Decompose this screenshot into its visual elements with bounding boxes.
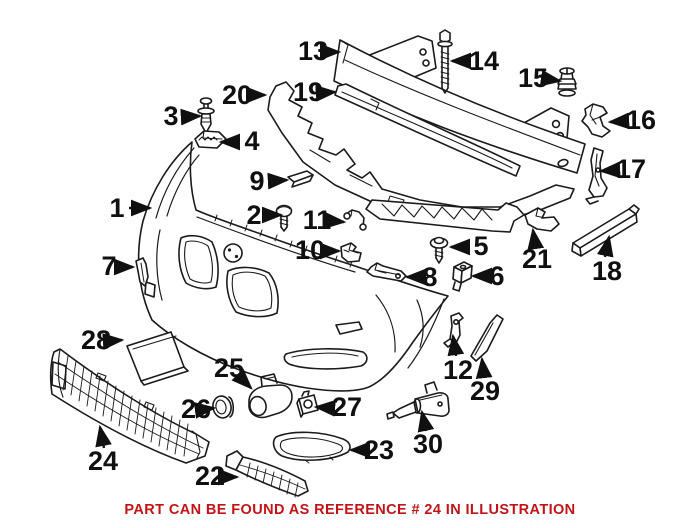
part-label-25: 25	[214, 353, 253, 390]
part-15-expanding-clip	[557, 67, 577, 97]
part-label-2: 2	[246, 200, 284, 230]
part-label-14: 14	[449, 46, 499, 76]
part-9-pad	[287, 170, 314, 188]
svg-text:14: 14	[469, 46, 499, 76]
part-label-9: 9	[249, 166, 290, 196]
svg-text:21: 21	[522, 244, 552, 274]
part-label-28: 28	[81, 325, 125, 355]
part-label-30: 30	[413, 409, 443, 459]
part-18-support-bar	[571, 204, 640, 257]
svg-text:17: 17	[616, 154, 646, 184]
svg-text:15: 15	[518, 63, 548, 93]
part-label-8: 8	[404, 262, 438, 292]
part-label-17: 17	[598, 154, 646, 184]
part-20-bumper-carrier	[267, 81, 575, 233]
part-label-26: 26	[181, 394, 217, 424]
svg-text:4: 4	[244, 126, 259, 156]
part-label-12: 12	[443, 333, 473, 385]
part-27-sensor-holder	[296, 390, 319, 418]
part-23-grille-trim	[272, 431, 351, 464]
svg-text:9: 9	[249, 166, 264, 196]
svg-text:24: 24	[88, 446, 118, 476]
svg-text:1: 1	[109, 193, 124, 223]
part-24-lower-grille	[49, 348, 210, 464]
svg-text:6: 6	[489, 261, 504, 291]
part-4-clamp	[194, 130, 227, 149]
svg-text:2: 2	[246, 200, 261, 230]
svg-text:16: 16	[626, 105, 656, 135]
svg-text:22: 22	[195, 461, 225, 491]
part-11-clip	[343, 209, 367, 231]
part-label-1: 1	[109, 193, 153, 223]
part-14-bolt	[437, 29, 453, 94]
part-26-sensor-grommet	[212, 395, 235, 419]
svg-text:28: 28	[81, 325, 111, 355]
svg-text:3: 3	[163, 101, 178, 131]
part-label-16: 16	[607, 105, 656, 135]
part-21-bracket	[524, 207, 560, 232]
svg-text:29: 29	[470, 376, 500, 406]
part-22-side-grille	[225, 450, 309, 498]
part-30-washer-nozzle	[386, 381, 450, 420]
part-1-bumper-cover	[137, 141, 449, 392]
part-label-18: 18	[592, 234, 622, 286]
part-3-rivet	[197, 97, 215, 134]
part-label-19: 19	[293, 77, 338, 107]
svg-text:19: 19	[293, 77, 323, 107]
part-label-11: 11	[303, 205, 347, 235]
part-label-21: 21	[522, 227, 552, 274]
part-29-trim-strip	[470, 314, 504, 362]
part-25-parking-sensor	[248, 373, 293, 419]
part-label-22: 22	[195, 461, 240, 491]
svg-text:30: 30	[413, 429, 443, 459]
svg-text:12: 12	[443, 355, 473, 385]
part-label-4: 4	[218, 126, 260, 156]
part-2-screw	[275, 204, 293, 232]
part-28-plate-filler	[126, 331, 189, 386]
part-13-impact-bar	[333, 35, 586, 174]
part-5-screw	[429, 236, 449, 264]
svg-text:26: 26	[181, 394, 211, 424]
part-label-29: 29	[470, 356, 500, 406]
part-6-buffer-block	[452, 261, 473, 292]
part-17-side-bracket	[585, 147, 608, 205]
svg-text:8: 8	[422, 262, 437, 292]
svg-text:18: 18	[592, 256, 622, 286]
svg-text:25: 25	[214, 353, 244, 383]
svg-text:11: 11	[303, 205, 332, 235]
svg-text:7: 7	[101, 251, 116, 281]
part-16-bracket	[581, 103, 611, 138]
part-label-5: 5	[448, 231, 489, 261]
svg-text:27: 27	[332, 392, 362, 422]
part-label-7: 7	[101, 251, 136, 281]
part-label-27: 27	[313, 392, 362, 422]
part-10-clip	[340, 242, 362, 263]
part-label-13: 13	[298, 36, 342, 66]
svg-text:13: 13	[298, 36, 328, 66]
part-19-upper-shell-strip	[334, 83, 521, 177]
part-7-guide	[135, 257, 149, 287]
part-label-20: 20	[222, 80, 268, 110]
svg-text:23: 23	[364, 435, 394, 465]
part-label-24: 24	[88, 424, 118, 476]
part-label-10: 10	[295, 235, 342, 265]
part-label-3: 3	[163, 101, 203, 131]
part-label-15: 15	[518, 63, 563, 93]
svg-text:5: 5	[473, 231, 488, 261]
part-label-23: 23	[348, 435, 394, 465]
svg-text:10: 10	[295, 235, 325, 265]
part-label-6: 6	[470, 261, 505, 291]
svg-text:20: 20	[222, 80, 252, 110]
part-8-bracket-strip	[366, 262, 407, 282]
caption-text: PART CAN BE FOUND AS REFERENCE # 24 IN I…	[124, 502, 576, 518]
